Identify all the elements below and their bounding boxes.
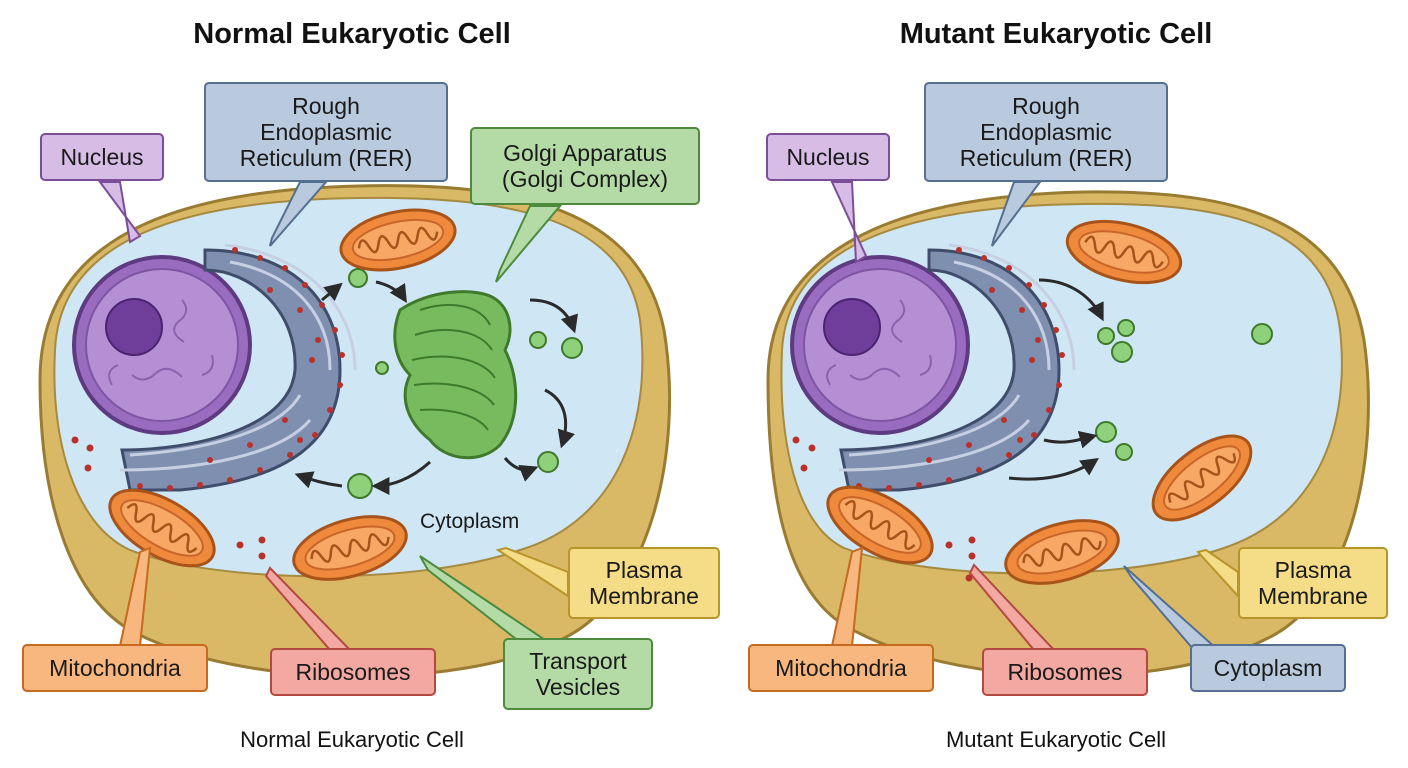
accumulated-vesicles <box>1095 319 1273 461</box>
vesicle-shapes <box>347 268 583 499</box>
callout-pointers <box>98 181 569 651</box>
label-nucleus: Nucleus <box>40 133 164 181</box>
mutant-cell-caption: Mutant Eukaryotic Cell <box>945 727 1167 752</box>
label-mitochondria: Mitochondria <box>748 644 934 692</box>
mutant-cell-illustration <box>766 181 1370 678</box>
label-transport-vesicles: Transport Vesicles <box>503 638 653 710</box>
mutant-cell-title: Mutant Eukaryotic Cell <box>899 18 1213 50</box>
label-nucleus: Nucleus <box>766 133 890 181</box>
label-plasma-membrane: Plasma Membrane <box>1238 547 1388 619</box>
golgi-shape <box>393 290 518 460</box>
rer-shape <box>838 243 1076 492</box>
label-plasma-membrane: Plasma Membrane <box>568 547 720 619</box>
free-ribosomes <box>792 436 976 582</box>
label-golgi: Golgi Apparatus (Golgi Complex) <box>470 127 700 205</box>
label-rer: Rough Endoplasmic Reticulum (RER) <box>924 82 1168 182</box>
blocked-arrows <box>1008 278 1104 481</box>
rer-shape <box>119 243 357 492</box>
transport-arrows <box>294 280 578 495</box>
mutant-cell-panel: Mutant Eukaryotic Cell Nucleus Rough End… <box>704 0 1408 768</box>
normal-cell-caption: Normal Eukaryotic Cell <box>240 727 464 752</box>
nucleus-shape <box>72 255 252 435</box>
label-mitochondria: Mitochondria <box>22 644 208 692</box>
label-rer: Rough Endoplasmic Reticulum (RER) <box>204 82 448 182</box>
callout-pointers <box>830 181 1239 651</box>
normal-cell-title: Normal Eukaryotic Cell <box>193 18 511 50</box>
label-ribosomes: Ribosomes <box>982 648 1148 696</box>
nucleus-shape <box>790 255 970 435</box>
label-cytoplasm: Cytoplasm <box>1190 644 1346 692</box>
normal-cell-panel: Normal Eukaryotic Cell Nucleus Rough End… <box>22 18 720 752</box>
label-ribosomes: Ribosomes <box>270 648 436 696</box>
free-ribosomes <box>71 436 266 560</box>
label-cytoplasm: Cytoplasm <box>420 510 520 533</box>
normal-cell-illustration <box>38 181 672 678</box>
